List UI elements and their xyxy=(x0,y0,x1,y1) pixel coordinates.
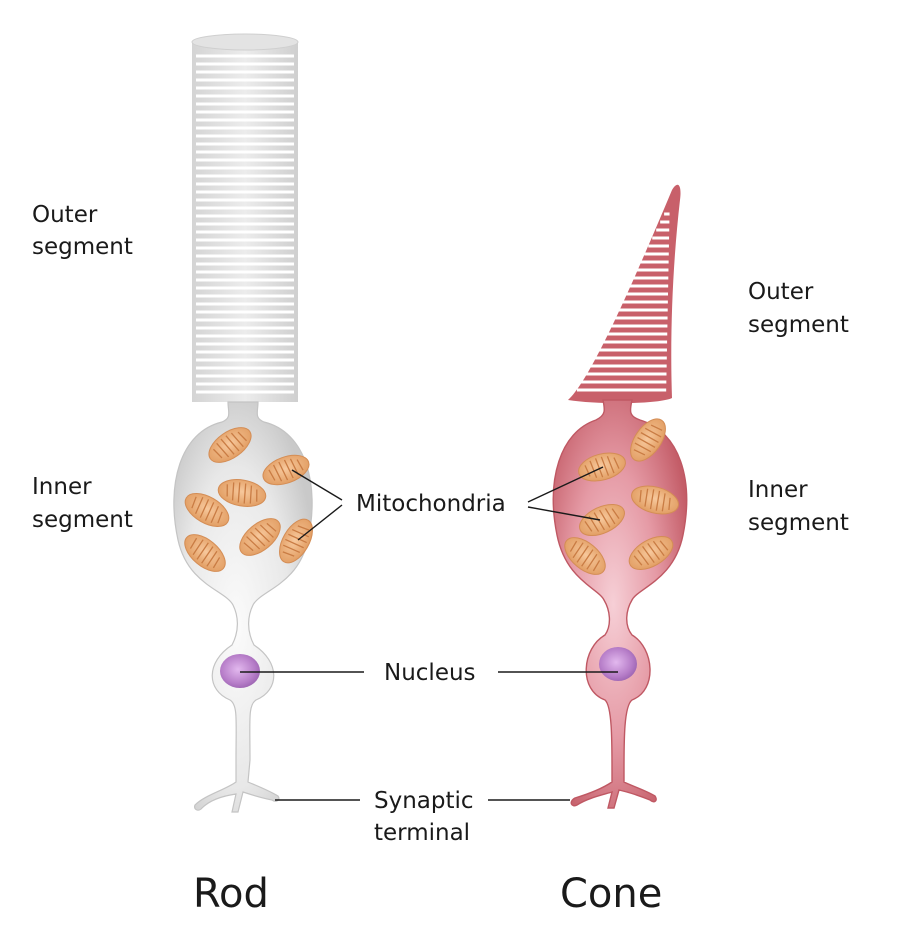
leader-lines xyxy=(240,466,618,801)
cone-outer-segment xyxy=(568,184,681,404)
rod-inner-label: Inner segment xyxy=(32,474,133,533)
cone-outer-label: Outer segment xyxy=(748,279,849,338)
cone-nucleus xyxy=(599,647,637,681)
mitochondria-label: Mitochondria xyxy=(356,491,506,517)
rod-outer-segment xyxy=(191,33,299,402)
cone-cell xyxy=(552,184,688,809)
cone-inner-label: Inner segment xyxy=(748,477,849,536)
nucleus-label: Nucleus xyxy=(384,660,476,686)
rod-nucleus xyxy=(220,654,260,688)
rod-title: Rod xyxy=(193,871,269,917)
rod-cell xyxy=(173,33,320,813)
rod-outer-label: Outer segment xyxy=(32,202,133,260)
cone-title: Cone xyxy=(560,871,662,917)
synaptic-terminal-label: Synaptic terminal xyxy=(374,788,481,846)
